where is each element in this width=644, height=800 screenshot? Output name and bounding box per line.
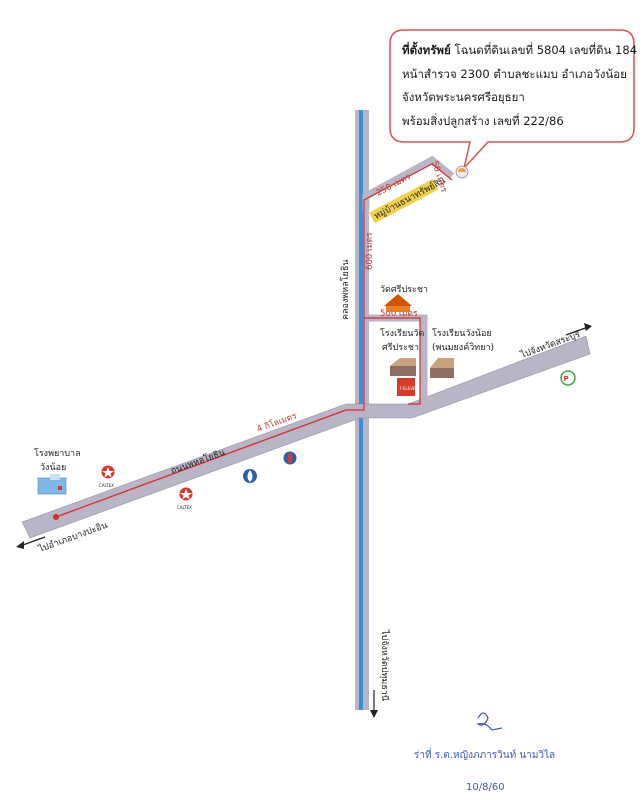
- school2-label-2: (พนมยงค์วิทยา): [432, 341, 494, 353]
- hospital-icon: [37, 474, 67, 495]
- school2-icon: [430, 358, 454, 378]
- school1-icon: [390, 358, 416, 376]
- svg-text:P: P: [564, 375, 569, 383]
- signature-date: 10/8/60: [466, 782, 505, 793]
- temple-label: วัดศรีประชา: [380, 284, 428, 295]
- callout-line-4: พร้อมสิ่งปลูกสร้าง เลขที่ 222/86: [402, 113, 564, 128]
- temple-icon: [384, 294, 412, 312]
- school2-label-1: โรงเรียนวังน้อย: [432, 328, 492, 339]
- distance-500: 500 เมตร: [380, 309, 418, 319]
- route-line-north: [363, 163, 453, 318]
- gas-station-icon-2: [283, 451, 297, 465]
- school1-label-1: โรงเรียนวัด: [380, 328, 424, 339]
- gas-station-pt-icon: P: [560, 370, 576, 386]
- distance-600: 600 เมตร: [365, 232, 375, 270]
- svg-text:7-ELEVEn: 7-ELEVEn: [399, 386, 419, 391]
- school1-label-2: ศรีประชา: [382, 342, 419, 353]
- main-road: [21, 335, 591, 539]
- caltex-station-icon-2: CALTEX: [177, 487, 193, 510]
- callout-box: [389, 29, 635, 171]
- callout-line-3: จังหวัดพระนครศรีอยุธยา: [402, 90, 525, 104]
- svg-text:CALTEX: CALTEX: [99, 483, 114, 488]
- signature-name: ร่าที่ ร.ต.หญิงภภารวินท์ นามวิไล: [414, 747, 555, 761]
- gas-station-icon: [243, 469, 257, 483]
- caltex-station-icon: CALTEX: [99, 465, 115, 488]
- canal-label: คลองพหลโยธิน: [340, 260, 351, 320]
- callout-line-2: หน้าสำรวจ 2300 ตำบลชะแมบ อำเภอวังน้อย: [402, 67, 627, 81]
- callout-line-1: ที่ตั้งทรัพย์ โฉนดที่ดินเลขที่ 5804 เลขท…: [402, 41, 637, 57]
- hospital-label-1: โรงพยาบาล: [34, 448, 81, 459]
- soi-road-north: [362, 155, 455, 210]
- to-pathumthani-label: ไปจังหวัดปทุมธานี: [379, 629, 390, 701]
- seven-eleven-icon: 7-ELEVEn: [397, 378, 419, 396]
- arrow-right-icon: [565, 323, 592, 336]
- hospital-label-2: วังน้อย: [40, 462, 66, 473]
- arrow-left-icon: [16, 536, 46, 549]
- signature-mark: [476, 712, 503, 731]
- svg-text:CALTEX: CALTEX: [177, 505, 192, 510]
- property-marker-icon: [455, 165, 469, 179]
- start-point: [53, 514, 59, 520]
- arrow-down-icon: [370, 690, 378, 718]
